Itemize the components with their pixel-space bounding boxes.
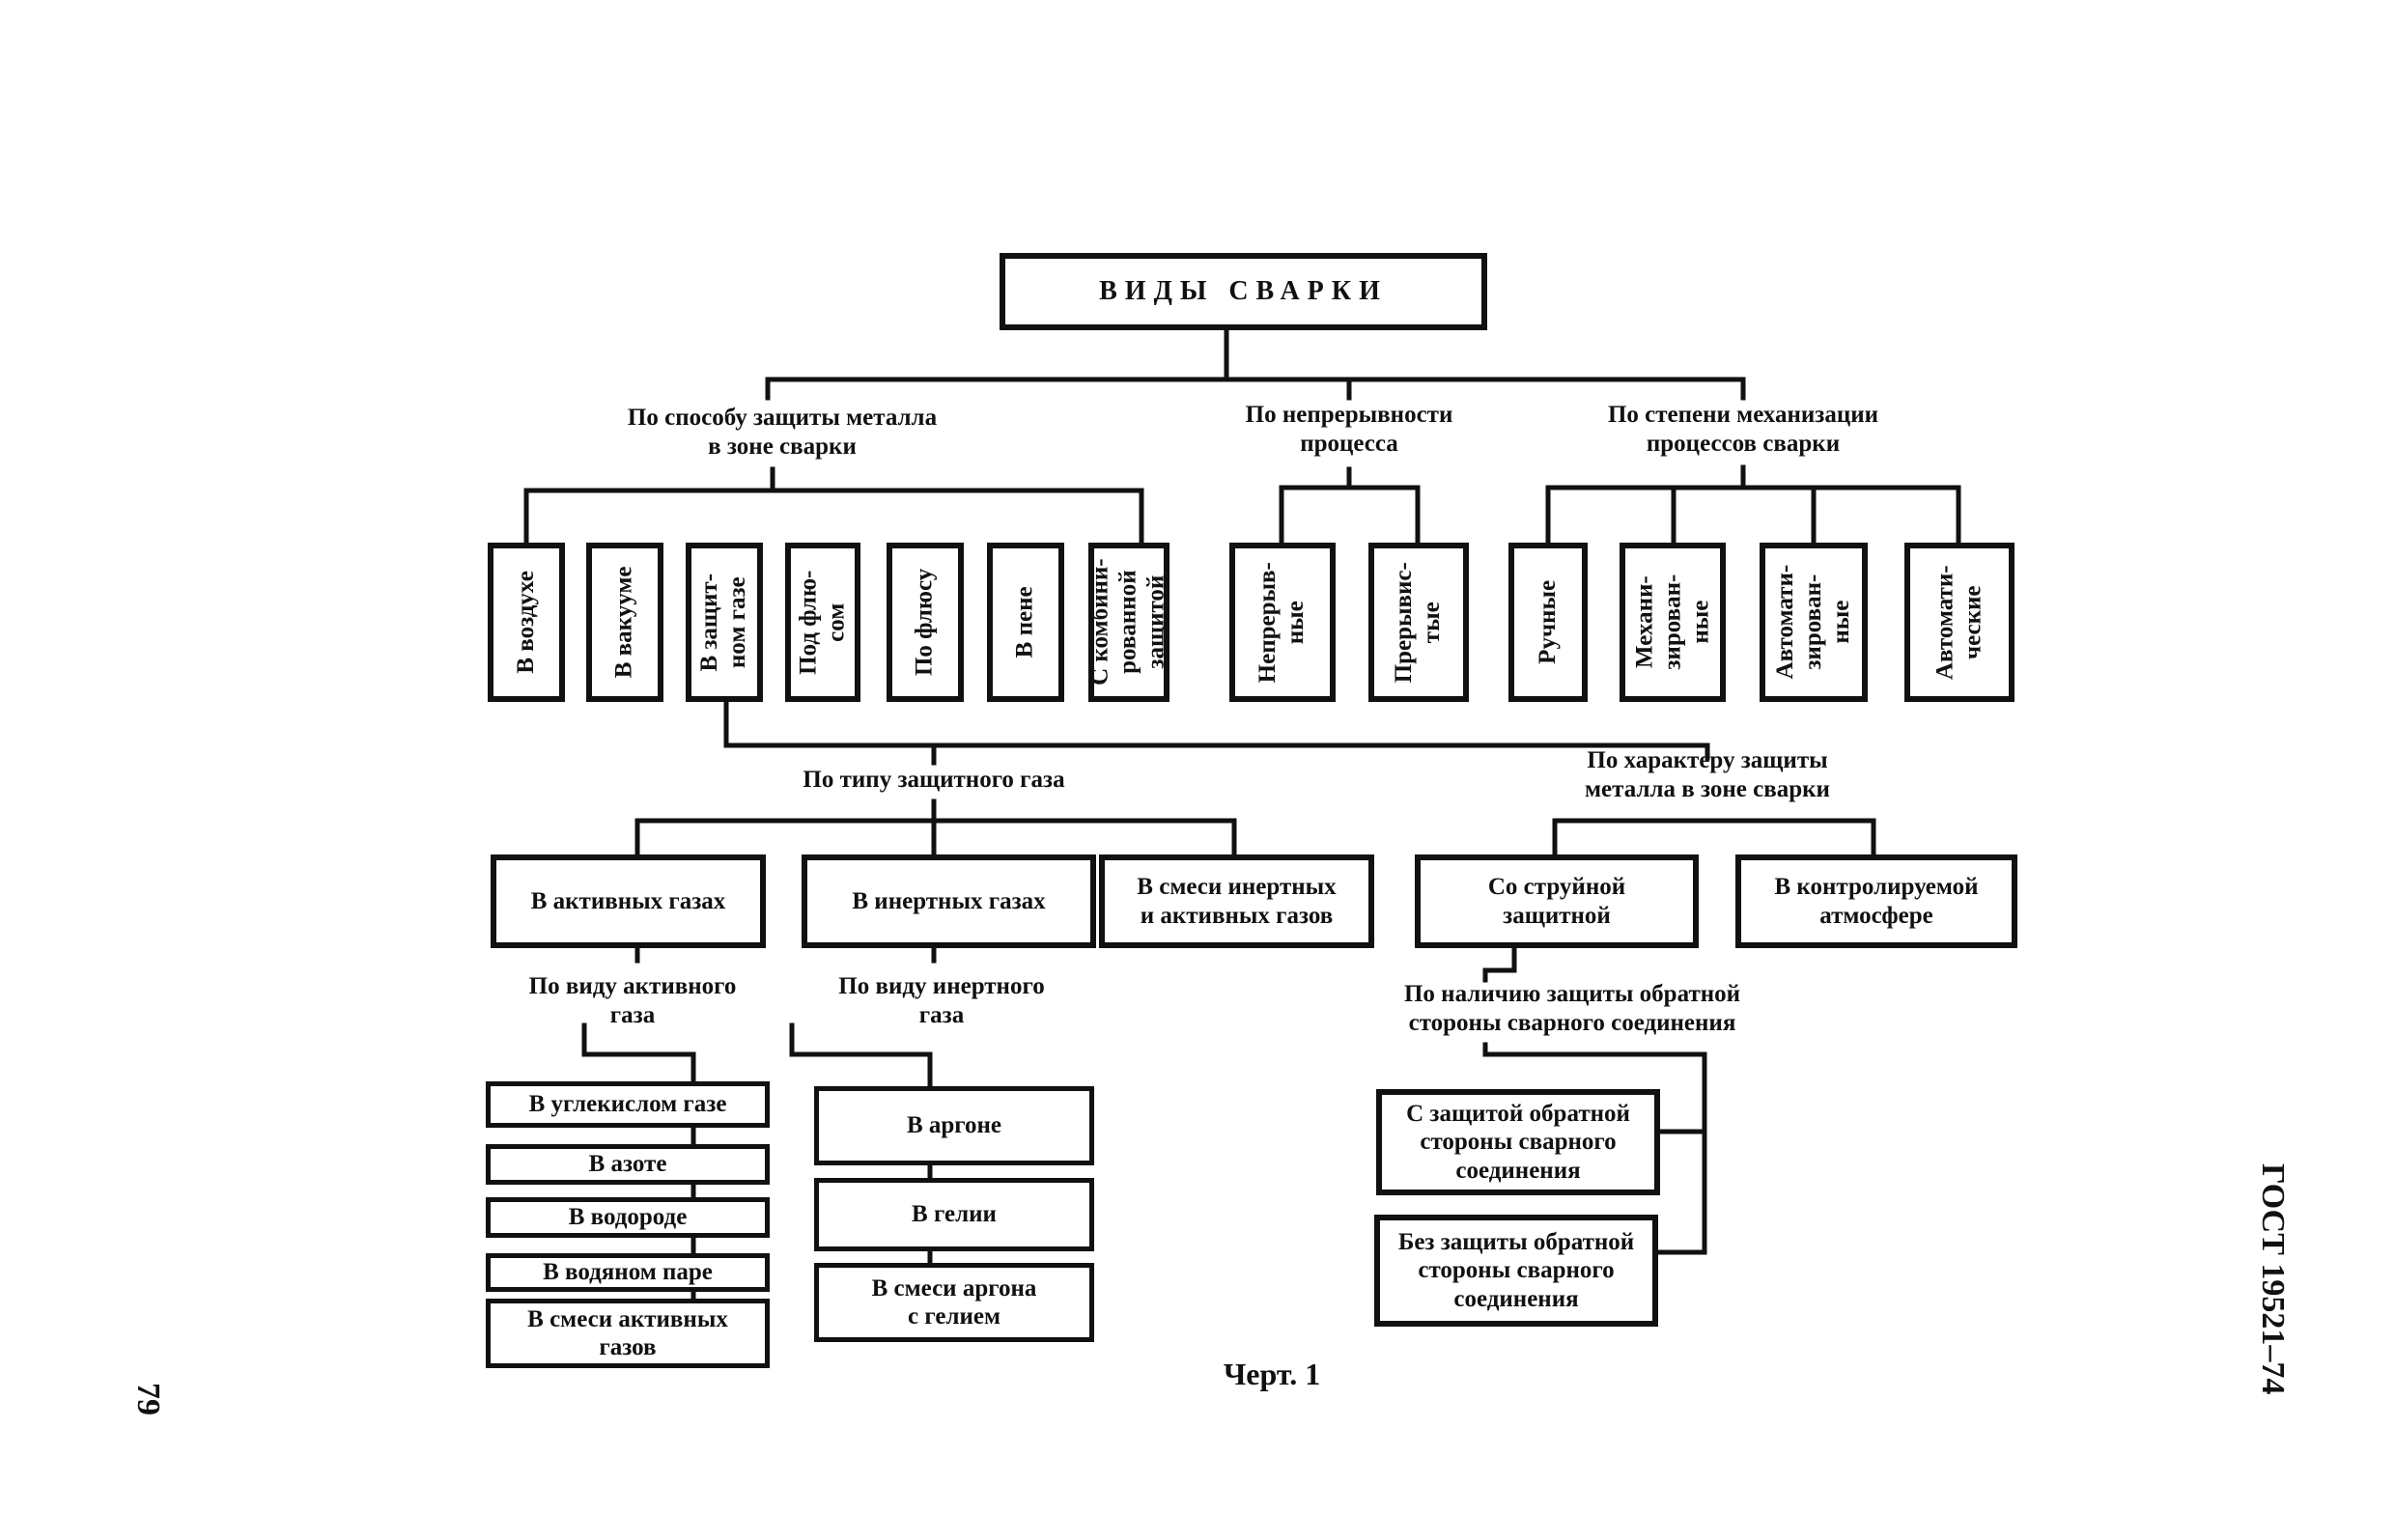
node-automated: Автомати- зирован- ные: [1760, 543, 1868, 702]
node-argon-helium-mix: В смеси аргона с гелием: [814, 1263, 1094, 1342]
criterion-protection-method: По способу защиты металла в зоне сварки: [627, 405, 938, 460]
node-combined-protection: С комбини- рованной защитой: [1087, 543, 1169, 702]
connector: [1482, 943, 1517, 983]
node-manual: Ручные: [1508, 543, 1588, 702]
criterion-protection-character: По характеру защиты металла в зоне сварк…: [1585, 747, 1830, 802]
node-submerged-arc: Под флю- сом: [785, 543, 860, 702]
node-water-vapor: В водяном паре: [486, 1253, 770, 1292]
node-hydrogen: В водороде: [486, 1197, 770, 1238]
page-number: 79: [130, 1383, 166, 1415]
node-intermittent: Прерывис- тые: [1368, 543, 1469, 702]
criterion-continuity: По непрерывности процесса: [1245, 402, 1453, 457]
node-in-foam: В пене: [987, 543, 1064, 702]
node-jet-protection: Со струйной защитной: [1415, 854, 1699, 948]
node-in-shielding-gas: В защит- ном газе: [686, 543, 763, 702]
criterion-active-gas-kind: По виду активного газа: [528, 973, 737, 1028]
node-helium: В гелии: [814, 1178, 1094, 1251]
node-continuous: Непрерыв- ные: [1229, 543, 1336, 702]
node-without-back-protection: Без защиты обратной стороны сварного сое…: [1374, 1215, 1658, 1327]
node-carbon-dioxide: В углекислом газе: [486, 1081, 770, 1128]
node-in-vacuum: В вакууме: [586, 543, 663, 702]
criterion-shielding-gas-type: По типу защитного газа: [803, 767, 1065, 793]
title-box: ВИДЫ СВАРКИ: [1000, 253, 1487, 330]
node-inert-gases: В инертных газах: [802, 854, 1096, 948]
figure-caption: Черт. 1: [1223, 1357, 1321, 1391]
criterion-mechanization: По степени механизации процессов сварки: [1607, 402, 1879, 457]
node-nitrogen: В азоте: [486, 1144, 770, 1185]
node-inert-active-mix: В смеси инертных и активных газов: [1099, 854, 1374, 948]
node-controlled-atmosphere: В контролируемой атмосфере: [1735, 854, 2017, 948]
node-mechanized: Механи- зирован- ные: [1620, 543, 1726, 702]
standard-code: ГОСТ 19521–74: [2255, 1163, 2291, 1395]
node-on-flux: По флюсу: [887, 543, 964, 702]
title-text: ВИДЫ СВАРКИ: [1099, 276, 1388, 307]
node-active-gas-mix: В смеси активных газов: [486, 1299, 770, 1368]
node-argon: В аргоне: [814, 1086, 1094, 1165]
node-automatic: Автомати- ческие: [1904, 543, 2015, 702]
node-in-air: В воздухе: [488, 543, 565, 702]
criterion-inert-gas-kind: По виду инертного газа: [838, 973, 1045, 1028]
node-with-back-protection: С защитой обратной стороны сварного соед…: [1376, 1089, 1660, 1195]
node-active-gases: В активных газах: [491, 854, 766, 948]
criterion-back-side-protection: По наличию защиты обратной стороны сварн…: [1403, 981, 1741, 1036]
